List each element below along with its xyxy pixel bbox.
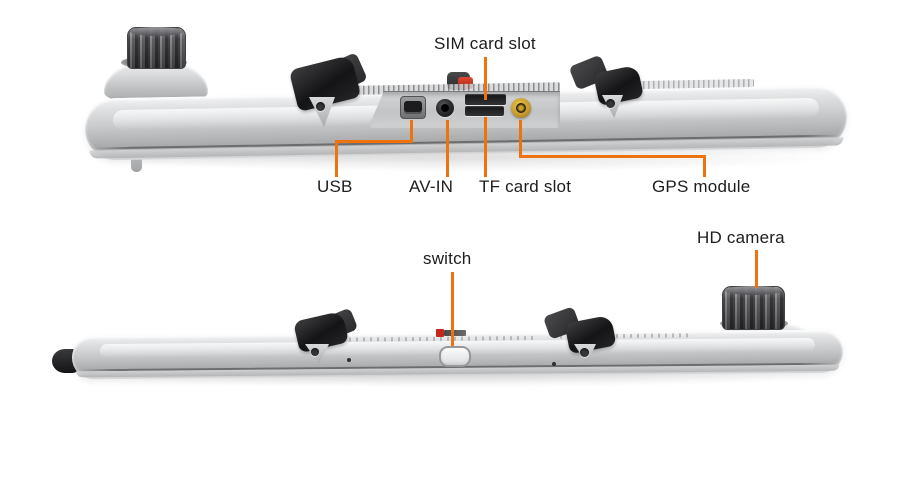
usb-port [400, 96, 426, 119]
avin-jack-hole [441, 104, 449, 112]
hd-camera-barrel [722, 286, 785, 330]
usb-port-opening [404, 101, 422, 114]
power-switch-button [439, 346, 471, 367]
callout-gps-label: GPS module [652, 177, 751, 196]
front-camera-barrel-cap [130, 27, 183, 36]
callout-sim-label: SIM card slot [434, 34, 536, 53]
tf-card-slot-opening [465, 106, 504, 116]
callout-usb-line [335, 140, 413, 143]
brand-label-red-square [436, 329, 444, 337]
hd-camera-barrel-cap [725, 286, 782, 295]
callout-avin-label: AV-IN [409, 177, 454, 196]
callout-gps-line [703, 155, 706, 177]
callout-gps-line [519, 120, 522, 158]
clamp-screw-hole [606, 99, 615, 108]
callout-switch-line [451, 272, 454, 346]
avin-jack [436, 99, 454, 117]
mirror-edge-stub [131, 150, 142, 172]
clamp-screw-hole [316, 102, 325, 111]
callout-usb-line [335, 140, 338, 177]
callout-hd-camera-label: HD camera [697, 228, 785, 247]
gps-antenna-ring [516, 103, 526, 113]
callout-tf-line [484, 117, 487, 177]
port-recess-panel [368, 91, 560, 128]
microphone-hole [552, 362, 556, 366]
callout-gps-line [519, 155, 706, 158]
callout-usb-line [410, 120, 413, 143]
callout-tf-label: TF card slot [479, 177, 572, 196]
callout-hd-camera-line [755, 250, 758, 288]
brand-label-text-strip [444, 330, 466, 336]
microphone-hole [347, 358, 351, 362]
front-camera-barrel [127, 27, 186, 69]
gps-antenna-port [511, 98, 531, 118]
callout-sim-line [484, 57, 487, 100]
callout-usb-label: USB [317, 177, 353, 196]
callout-switch-label: switch [423, 249, 472, 268]
brand-label [436, 329, 466, 337]
callout-avin-line [446, 120, 449, 177]
clamp-screw-hole [311, 348, 319, 356]
clamp-screw-hole [580, 348, 589, 357]
